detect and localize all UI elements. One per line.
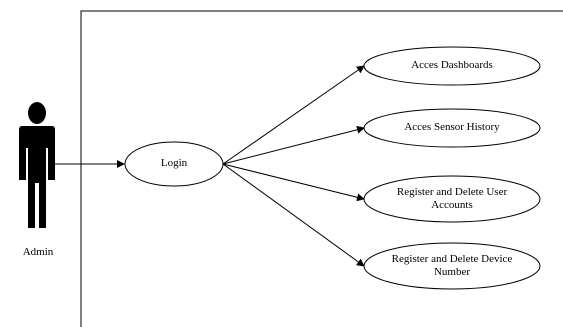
use-case-sensor-history [363, 108, 541, 148]
arrow-to-device-number [222, 163, 365, 267]
use-case-user-accounts [363, 175, 541, 223]
arrow-to-user-accounts [222, 163, 365, 202]
arrow-to-dashboards [222, 65, 365, 165]
arrow-to-sensor-history [222, 125, 365, 165]
use-case-label-dashboards: Acces Dashboards [411, 59, 493, 71]
person-icon [19, 102, 55, 228]
use-case-device-number [363, 242, 541, 290]
login-label: Login [160, 157, 188, 169]
actor-label: Admin [22, 246, 54, 258]
system-boundary [80, 10, 563, 327]
use-case-label-device-number: Register and Delete Device Number [391, 253, 513, 278]
use-case-label-user-accounts: Register and Delete User Accounts [396, 186, 508, 211]
use-case-label-sensor-history: Acces Sensor History [404, 121, 500, 133]
use-case-dashboards [363, 46, 541, 86]
